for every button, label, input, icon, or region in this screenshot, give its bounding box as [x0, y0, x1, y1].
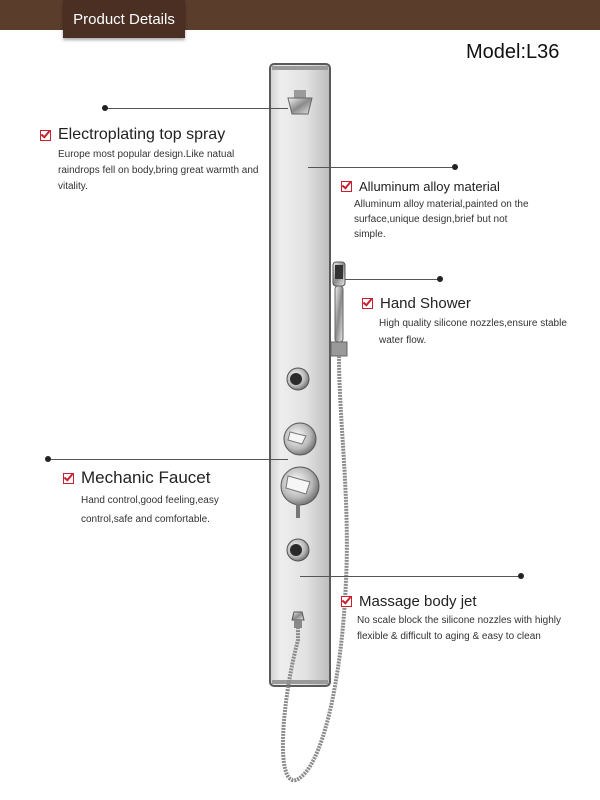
- top-spray-icon: [287, 90, 313, 115]
- feature-title: Mechanic Faucet: [81, 468, 211, 487]
- feature-aluminum: Alluminum alloy material Alluminum alloy…: [341, 179, 541, 242]
- faucet-knob-icon: [283, 422, 317, 456]
- feature-title: Massage body jet: [359, 593, 477, 610]
- hose-outlet-icon: [291, 611, 305, 628]
- mixer-knob-icon: [280, 466, 320, 518]
- feature-desc: Europe most popular design.Like natual r…: [58, 149, 259, 192]
- feature-desc: High quality silicone nozzles,ensure sta…: [379, 318, 567, 346]
- model-label: Model:L36: [466, 41, 560, 63]
- leader-line-body-jet: [300, 576, 522, 577]
- feature-title: Hand Shower: [380, 295, 471, 312]
- leader-dot-aluminum: [452, 164, 458, 170]
- feature-desc: No scale block the silicone nozzles with…: [357, 615, 561, 642]
- checkbox-icon: [40, 129, 51, 141]
- leader-line-top-spray: [105, 108, 288, 109]
- leader-dot-body-jet: [518, 573, 524, 579]
- feature-body-jet: Massage body jet No scale block the sili…: [341, 593, 586, 645]
- body-jet-icon: [286, 367, 310, 391]
- feature-title: Alluminum alloy material: [359, 179, 500, 194]
- leader-line-faucet: [48, 459, 288, 460]
- leader-line-hand-shower: [345, 279, 440, 280]
- shower-hose: [280, 355, 349, 783]
- feature-desc: Hand control,good feeling,easy control,s…: [81, 495, 219, 525]
- body-jet-icon: [286, 538, 310, 562]
- leader-dot-top-spray: [102, 105, 108, 111]
- leader-line-aluminum: [308, 167, 458, 168]
- page-title: Product Details: [63, 0, 185, 38]
- leader-dot-hand-shower: [437, 276, 443, 282]
- checkbox-icon: [63, 472, 74, 484]
- feature-mechanic-faucet: Mechanic Faucet Hand control,good feelin…: [63, 468, 263, 529]
- leader-dot-faucet: [45, 456, 51, 462]
- checkbox-icon: [341, 596, 352, 607]
- feature-title: Electroplating top spray: [58, 126, 226, 143]
- feature-top-spray: Electroplating top spray Europe most pop…: [40, 126, 270, 195]
- checkbox-icon: [362, 298, 373, 309]
- checkbox-icon: [341, 181, 352, 192]
- feature-desc: Alluminum alloy material,painted on the …: [354, 199, 529, 240]
- feature-hand-shower: Hand Shower High quality silicone nozzle…: [362, 295, 587, 349]
- hand-shower-icon: [330, 261, 348, 357]
